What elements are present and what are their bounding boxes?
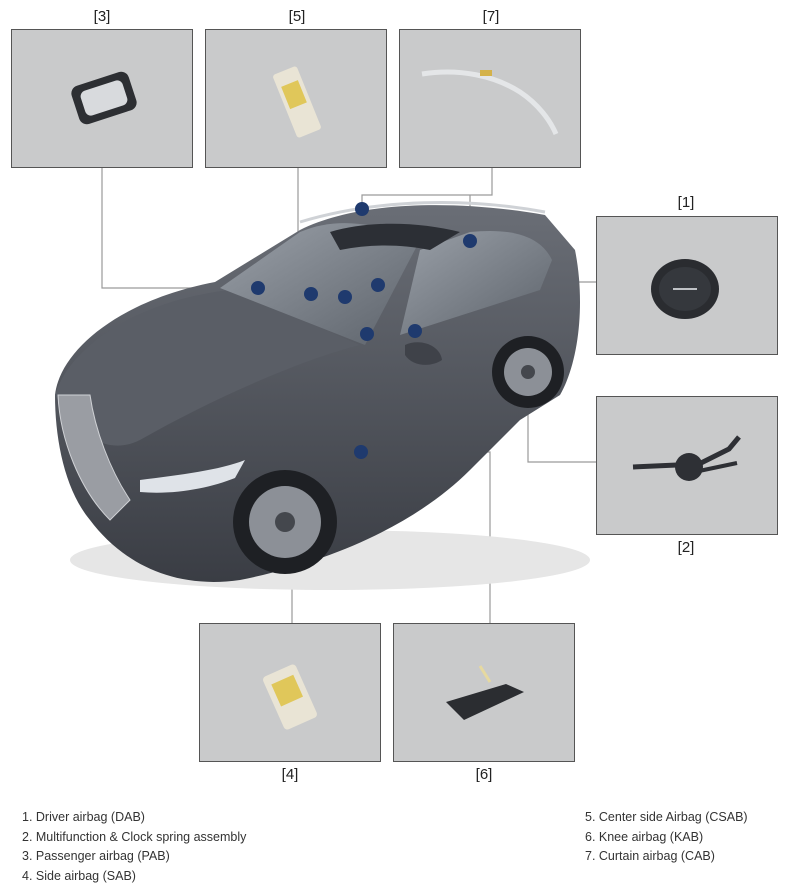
panel-curtain-airbag xyxy=(399,29,581,168)
callout-4: [4] xyxy=(281,766,299,783)
callout-7: [7] xyxy=(482,8,500,25)
callout-5: [5] xyxy=(288,8,306,25)
panel-passenger-airbag xyxy=(11,29,193,168)
legend-left: 1. Driver airbag (DAB) 2. Multifunction … xyxy=(22,808,246,886)
panel-side-airbag xyxy=(199,623,381,762)
marker-sab-2 xyxy=(338,290,352,304)
marker-csab xyxy=(371,278,385,292)
marker-cab-2 xyxy=(463,234,477,248)
legend-item-cab: 7. Curtain airbag (CAB) xyxy=(585,849,715,863)
legend-right: 5. Center side Airbag (CSAB) 6. Knee air… xyxy=(585,808,748,867)
center-side-airbag-icon xyxy=(273,66,321,138)
callout-2: [2] xyxy=(677,539,695,556)
driver-airbag-icon xyxy=(651,259,719,319)
legend-item-mfs: 2. Multifunction & Clock spring assembly xyxy=(22,829,247,844)
marker-dab xyxy=(360,327,374,341)
panel-multifunction-clock-spring xyxy=(596,396,778,535)
legend-item-pab: 3. Passenger airbag (PAB) xyxy=(22,849,170,863)
clock-spring-icon xyxy=(632,435,741,481)
callout-3: [3] xyxy=(93,8,111,25)
panel-knee-airbag xyxy=(393,623,575,762)
marker-sab xyxy=(304,287,318,301)
side-airbag-icon xyxy=(263,664,317,730)
callout-1: [1] xyxy=(677,194,695,211)
marker-kab xyxy=(354,445,368,459)
legend-item-dab: 1. Driver airbag (DAB) xyxy=(22,810,145,824)
legend-item-sab: 4. Side airbag (SAB) xyxy=(22,868,136,883)
marker-mfs xyxy=(408,324,422,338)
marker-cab xyxy=(355,202,369,216)
passenger-airbag-icon xyxy=(71,71,137,125)
panel-driver-airbag xyxy=(596,216,778,355)
panel-center-side-airbag xyxy=(205,29,387,168)
curtain-airbag-icon xyxy=(421,69,559,136)
callout-6: [6] xyxy=(475,766,493,783)
marker-pab xyxy=(251,281,265,295)
knee-airbag-icon xyxy=(446,665,524,720)
legend-item-csab: 5. Center side Airbag (CSAB) xyxy=(585,810,748,824)
legend-item-kab: 6. Knee airbag (KAB) xyxy=(585,829,704,844)
